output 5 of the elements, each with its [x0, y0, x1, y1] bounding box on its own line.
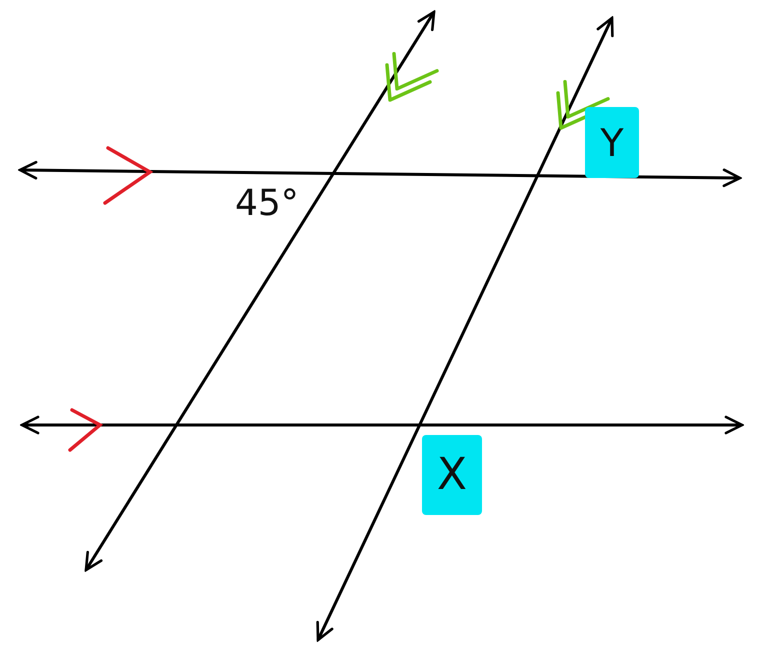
highlight-box — [585, 107, 639, 178]
highlight-box — [422, 435, 482, 515]
angle-label: 45° — [235, 186, 299, 222]
angle-label: X — [436, 453, 468, 497]
angle-label: Y — [600, 124, 624, 162]
